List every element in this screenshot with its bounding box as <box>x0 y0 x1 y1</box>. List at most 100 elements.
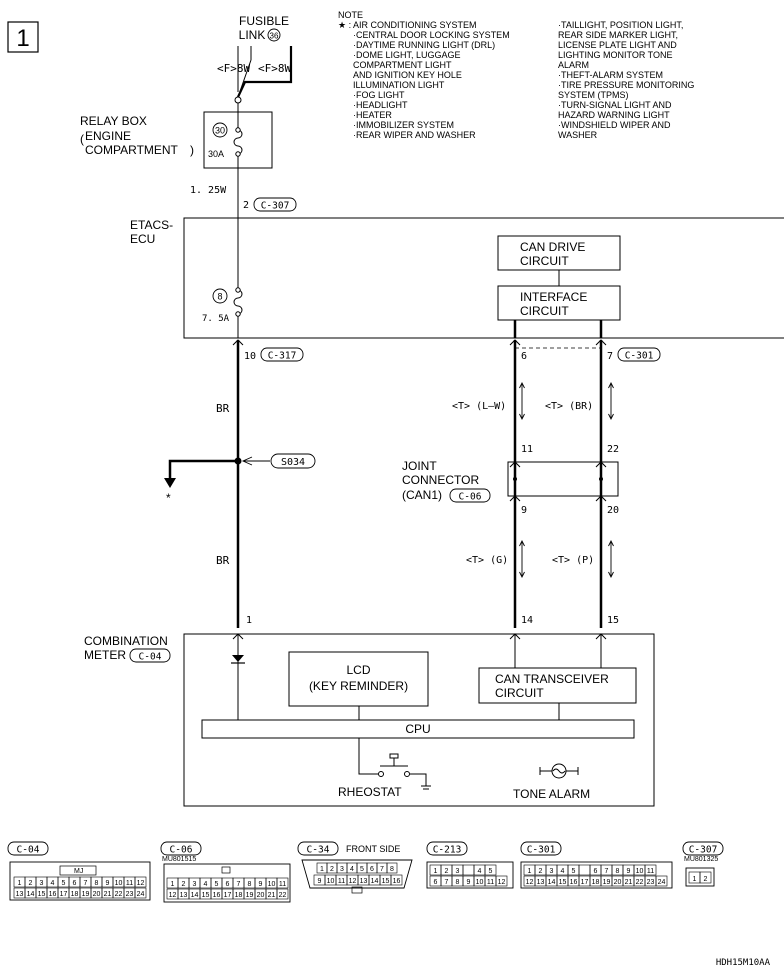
relay-fuse-rating: 30A <box>208 149 224 159</box>
branch-star-marker: * <box>166 491 171 505</box>
conn-c04-pin-number: 17 <box>60 891 68 898</box>
note-col2-item: ·TURN-SIGNAL LIGHT AND <box>558 100 672 110</box>
can-drive-label-1: CAN DRIVE <box>520 240 585 254</box>
connector-label-c317: C-317 <box>268 351 297 362</box>
conn-c06-pin-number: 4 <box>204 881 208 888</box>
cpu-label: CPU <box>405 722 430 736</box>
conn-c301-pin-number: 3 <box>550 868 554 875</box>
conn-c307-housing <box>685 867 715 887</box>
conn-c34-cavity <box>386 862 398 874</box>
conn-c301-pin-number: 21 <box>625 879 633 886</box>
combination-meter-label-1: COMBINATION <box>84 634 168 648</box>
conn-c04-cavity <box>134 876 147 888</box>
conn-c301-pin-number: 17 <box>581 879 589 886</box>
conn-c301-housing <box>520 861 673 889</box>
note-col2-item: ·WINDSHIELD WIPER AND <box>558 120 671 130</box>
etacs-fuse-number-circle <box>212 288 228 304</box>
conn-c04-pin-number: 11 <box>126 880 133 887</box>
pin-22-label: 22 <box>607 444 619 455</box>
pin-1-label: 1 <box>246 615 252 626</box>
connector-label-c307: C-307 <box>261 201 290 212</box>
conn-c213-tag <box>426 841 468 856</box>
note-col1-item: ·DAYTIME RUNNING LIGHT (DRL) <box>353 40 495 50</box>
note-marker: ★ : <box>338 20 351 30</box>
conn-c307-pin-number: 1 <box>693 876 697 883</box>
conn-c301-pin-number: 14 <box>548 879 556 886</box>
note-col2-item: LIGHTING MONITOR TONE <box>558 50 673 60</box>
fusible-link-number-circle <box>267 28 281 42</box>
conn-c04-pin-number: 2 <box>29 880 33 887</box>
wire-color-t-br: <T> (BR) <box>545 401 593 412</box>
bidirectional-arrows-upper <box>519 381 614 421</box>
conn-c06-pin-number: 9 <box>259 881 263 888</box>
conn-c04-pin-number: 4 <box>51 880 55 887</box>
note-col1-item: ·IMMOBILIZER SYSTEM <box>353 120 454 130</box>
conn-c04-pin-number: 8 <box>95 880 99 887</box>
conn-c301-pin-number: 19 <box>603 879 611 886</box>
conn-c34-pin-number: 16 <box>393 878 401 885</box>
conn-c06-pin-number: 1 <box>171 881 175 888</box>
can-transceiver-label-2: CIRCUIT <box>495 686 544 700</box>
conn-c301-tag <box>520 841 562 856</box>
note-col2-item: ·THEFT-ALARM SYSTEM <box>558 70 663 80</box>
conn-c06-label: C-06 <box>170 845 193 856</box>
note-list-col1: AIR CONDITIONING SYSTEM·CENTRAL DOOR LOC… <box>353 20 510 140</box>
conn-c34-pin-number: 3 <box>340 866 344 873</box>
conn-c04-pin-number: 18 <box>71 891 79 898</box>
etacs-terminals <box>232 339 607 346</box>
pin-11-label: 11 <box>521 444 533 455</box>
conn-c213-pin-number: 5 <box>489 868 493 875</box>
conn-c06-pin-number: 21 <box>268 892 276 899</box>
conn-c04-cavity <box>134 887 147 899</box>
connector-tag-c06 <box>449 488 491 503</box>
fusible-link-label-2: LINK <box>239 28 266 42</box>
conn-c04-key <box>59 865 97 876</box>
conn-c04-label: C-04 <box>17 845 40 856</box>
conn-c04-pin-number: 16 <box>49 891 57 898</box>
conn-c213-cavity <box>462 864 475 876</box>
conn-c06-tag <box>160 841 202 856</box>
note-col2-item: ·TIRE PRESSURE MONITORING <box>558 80 694 90</box>
relay-box-label-1: RELAY BOX <box>80 114 147 128</box>
conn-c213-pin-number: 12 <box>498 879 506 886</box>
conn-c301-pin-number: 12 <box>526 879 534 886</box>
conn-c213-pin-number: 7 <box>445 879 449 886</box>
conn-c04-pin-number: 6 <box>73 880 77 887</box>
conn-c04-pin-number: 23 <box>126 891 134 898</box>
pin-10-label: 10 <box>244 351 256 362</box>
conn-c301-pin-number: 5 <box>572 868 576 875</box>
conn-c34-pin-number: 1 <box>320 866 324 873</box>
conn-c06-pin-number: 6 <box>226 881 230 888</box>
conn-c213-pin-number: 6 <box>434 879 438 886</box>
conn-c301-pin-number: 11 <box>647 868 654 875</box>
conn-c301-pin-number: 1 <box>528 868 532 875</box>
connector-label-c04: C-04 <box>139 652 162 663</box>
joint-dot-left <box>513 477 517 481</box>
wire-color-br-lower: BR <box>216 554 230 567</box>
conn-c301-pin-number: 7 <box>605 868 609 875</box>
splice-branch-wire <box>168 459 238 480</box>
conn-c04-pin-number: 15 <box>38 891 46 898</box>
conn-c213-label: C-213 <box>433 845 462 856</box>
connector-tag-c04 <box>129 648 171 663</box>
connector-tag-c301 <box>617 347 661 362</box>
conn-c04-pin-number: 10 <box>115 880 123 887</box>
note-col1-item: AND IGNITION KEY HOLE <box>353 70 462 80</box>
conn-c307-pin-number: 2 <box>704 876 708 883</box>
splice-leader-arrow <box>241 456 253 466</box>
conn-c34-tag <box>297 841 339 856</box>
conn-c301-pin-number: 18 <box>592 879 600 886</box>
rheostat-switch-icon <box>378 753 431 790</box>
wire-color-t-p: <T> (P) <box>552 555 594 566</box>
lcd-label-2: (KEY REMINDER) <box>309 679 408 693</box>
conn-c34-latch <box>351 886 363 894</box>
conn-c04-pin-number: 22 <box>115 891 123 898</box>
conn-c06-pin-number: 16 <box>213 892 221 899</box>
conn-c06-key <box>221 866 231 874</box>
conn-c04-key-tag: MJ <box>74 868 83 875</box>
variant-label-right: <F>8W <box>258 62 291 75</box>
conn-c06-pin-number: 8 <box>248 881 252 888</box>
conn-c301-pin-number: 22 <box>636 879 644 886</box>
conn-c04-pin-number: 19 <box>82 891 90 898</box>
